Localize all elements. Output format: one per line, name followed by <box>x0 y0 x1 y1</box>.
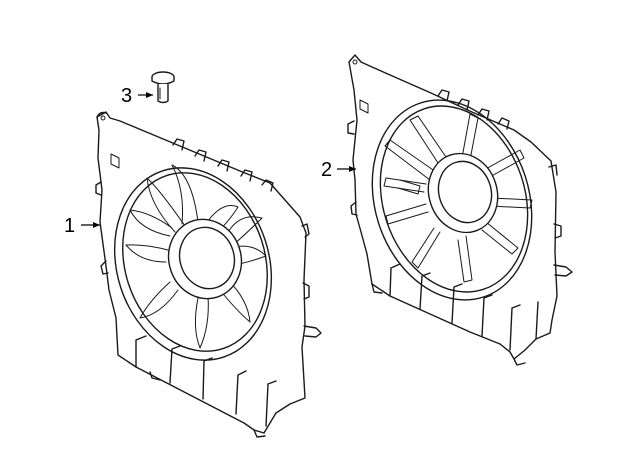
callout-2-label: 2 <box>321 159 332 181</box>
fan-shroud-assembly-icon <box>95 111 322 438</box>
callout-1-label: 1 <box>64 215 75 237</box>
callout-3-label: 3 <box>121 85 132 107</box>
bolt-icon <box>151 71 175 104</box>
fan-shroud-assembly-rear-icon <box>347 54 573 366</box>
